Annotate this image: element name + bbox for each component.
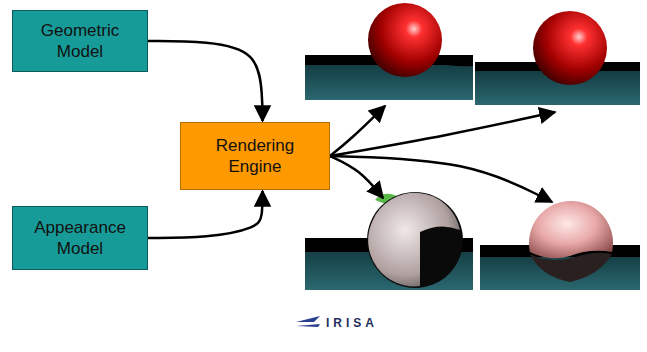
logo-mark (296, 324, 320, 327)
input-box: Geometric Model (12, 10, 148, 72)
flow-arrow (148, 41, 263, 121)
node-text: Geometric Model (13, 20, 147, 63)
render-image (480, 201, 640, 290)
process-box: Rendering Engine (180, 122, 330, 190)
logo-mark (296, 316, 320, 322)
input-box: Appearance Model (12, 206, 148, 270)
output-arrow (330, 156, 552, 202)
flow-arrow (148, 191, 263, 238)
render-image (305, 3, 473, 100)
output-arrow (330, 156, 383, 198)
node-text: Appearance Model (13, 217, 147, 260)
node-text: Rendering Engine (181, 135, 329, 178)
render-image (475, 11, 640, 105)
logo-text: IRISA (326, 316, 378, 330)
render-image (305, 192, 473, 290)
output-arrow (330, 112, 555, 156)
